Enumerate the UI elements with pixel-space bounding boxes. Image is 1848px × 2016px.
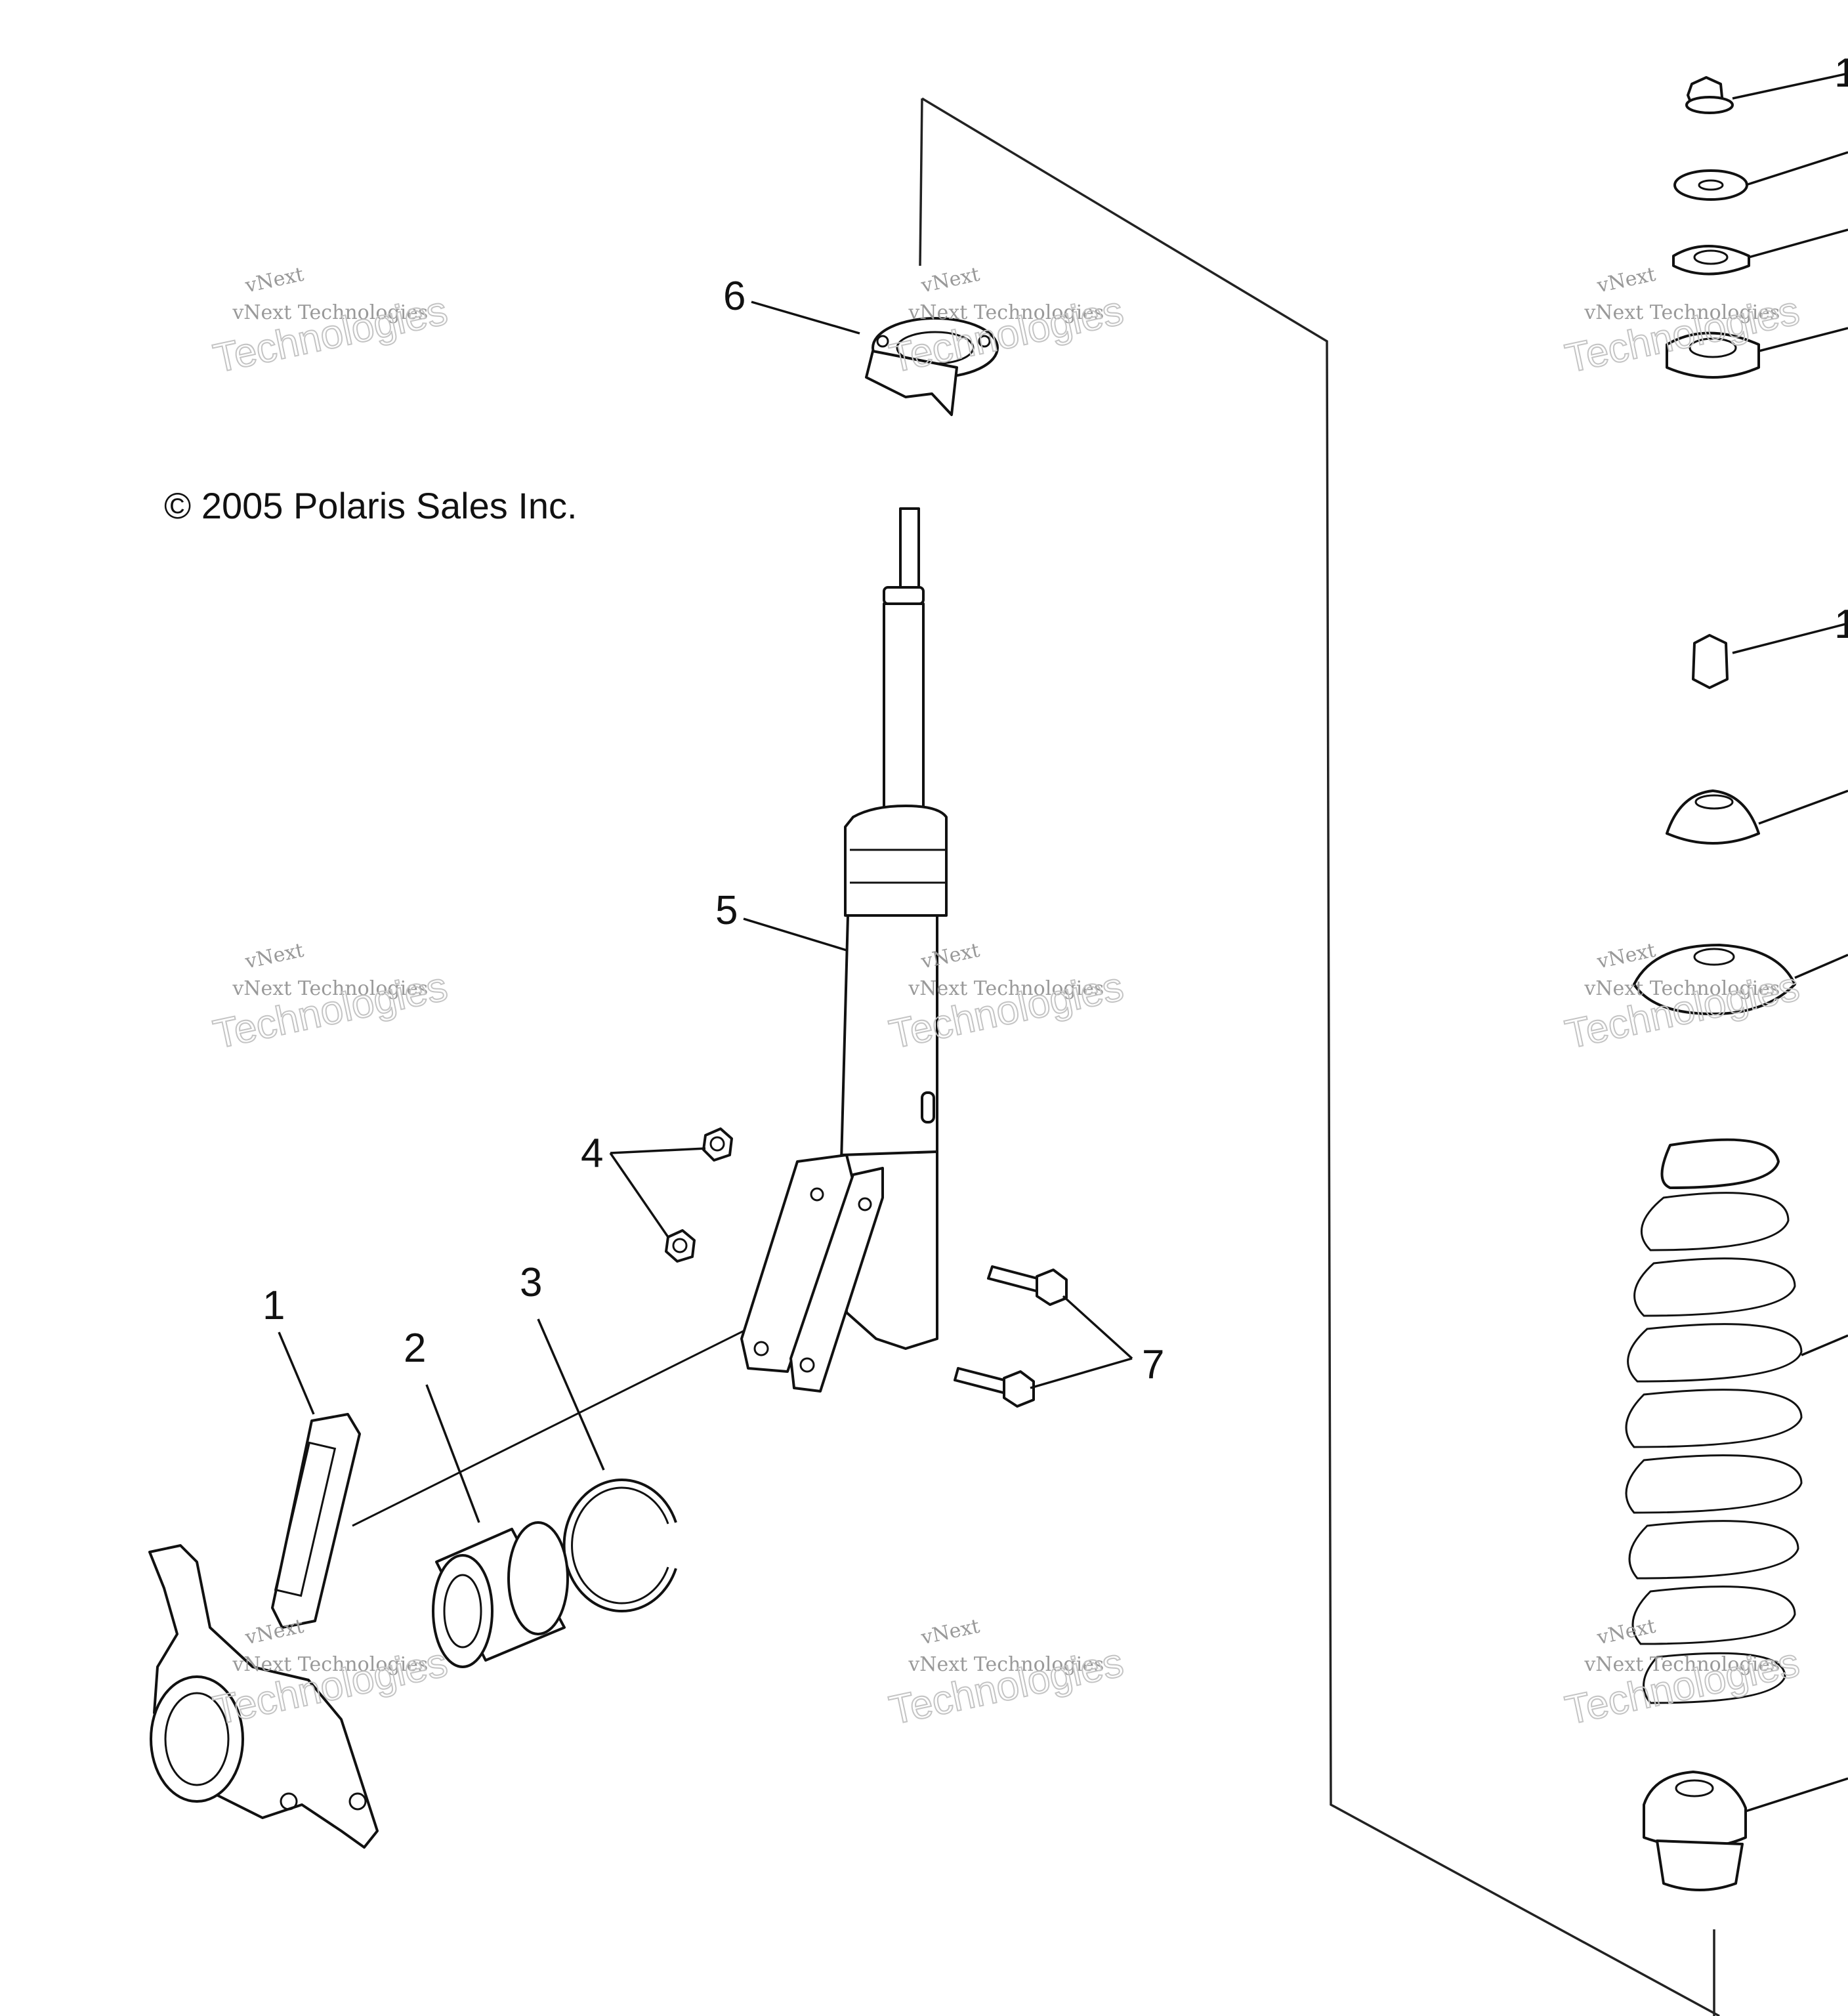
callout-7: 7 (1142, 1342, 1164, 1387)
copyright-notice: © 2005 Polaris Sales Inc. (164, 485, 578, 526)
part-7-bolts (954, 1265, 1068, 1408)
svg-text:vNext Technologies: vNext Technologies (232, 977, 428, 1000)
callout-1: 1 (262, 1283, 285, 1328)
watermark: vNext vNext Technologies Technologies (885, 1615, 1127, 1734)
watermark: vNext vNext Technologies Technologies (209, 263, 452, 383)
svg-text:vNext Technologies: vNext Technologies (908, 1653, 1104, 1676)
watermark: vNext vNext Technologies Technologies (1561, 1615, 1803, 1734)
right-stack-parts (1633, 76, 1796, 1891)
svg-text:vNext: vNext (919, 1615, 982, 1650)
callout-6: 6 (723, 274, 746, 319)
callout-3: 3 (520, 1260, 542, 1305)
svg-text:vNext: vNext (1595, 263, 1658, 298)
part-1-steering-knuckle (148, 1413, 379, 1849)
callout-4: 4 (581, 1131, 603, 1176)
exploded-view-frame (352, 97, 1720, 2016)
svg-text:vNext Technologies: vNext Technologies (1584, 977, 1780, 1000)
watermarks: vNext vNext Technologies Technologies vN… (209, 263, 1803, 1734)
svg-text:vNext: vNext (243, 263, 306, 298)
leader-lines (278, 72, 1848, 1813)
svg-text:vNext: vNext (243, 939, 306, 974)
part-2-wheel-bearing (432, 1521, 569, 1668)
svg-text:vNext Technologies: vNext Technologies (1584, 301, 1780, 324)
part-3-snap-ring (562, 1479, 677, 1612)
svg-text:vNext: vNext (243, 1615, 306, 1650)
callout-5: 5 (715, 888, 738, 933)
watermark: vNext vNext Technologies Technologies (885, 263, 1127, 383)
part-4-nuts (665, 1127, 733, 1263)
part-5-strut-assembly (740, 507, 948, 1393)
svg-text:vNext: vNext (919, 263, 982, 298)
callout-2: 2 (404, 1326, 426, 1371)
svg-text:vNext Technologies: vNext Technologies (232, 1653, 428, 1676)
svg-text:vNext Technologies: vNext Technologies (908, 301, 1104, 324)
coil-spring (1625, 1138, 1803, 1704)
callout-right-mid: 1 (1834, 602, 1848, 647)
callout-labels: 6 5 4 3 2 1 7 1 1 (262, 51, 1848, 1387)
part-6-strut-mount-plate (865, 317, 999, 416)
callout-right-top: 1 (1834, 51, 1848, 96)
watermark: vNext vNext Technologies Technologies (209, 939, 452, 1059)
watermark: vNext vNext Technologies Technologies (1561, 939, 1803, 1059)
svg-text:vNext Technologies: vNext Technologies (908, 977, 1104, 1000)
svg-text:vNext Technologies: vNext Technologies (232, 301, 428, 324)
svg-text:vNext Technologies: vNext Technologies (1584, 1653, 1780, 1676)
